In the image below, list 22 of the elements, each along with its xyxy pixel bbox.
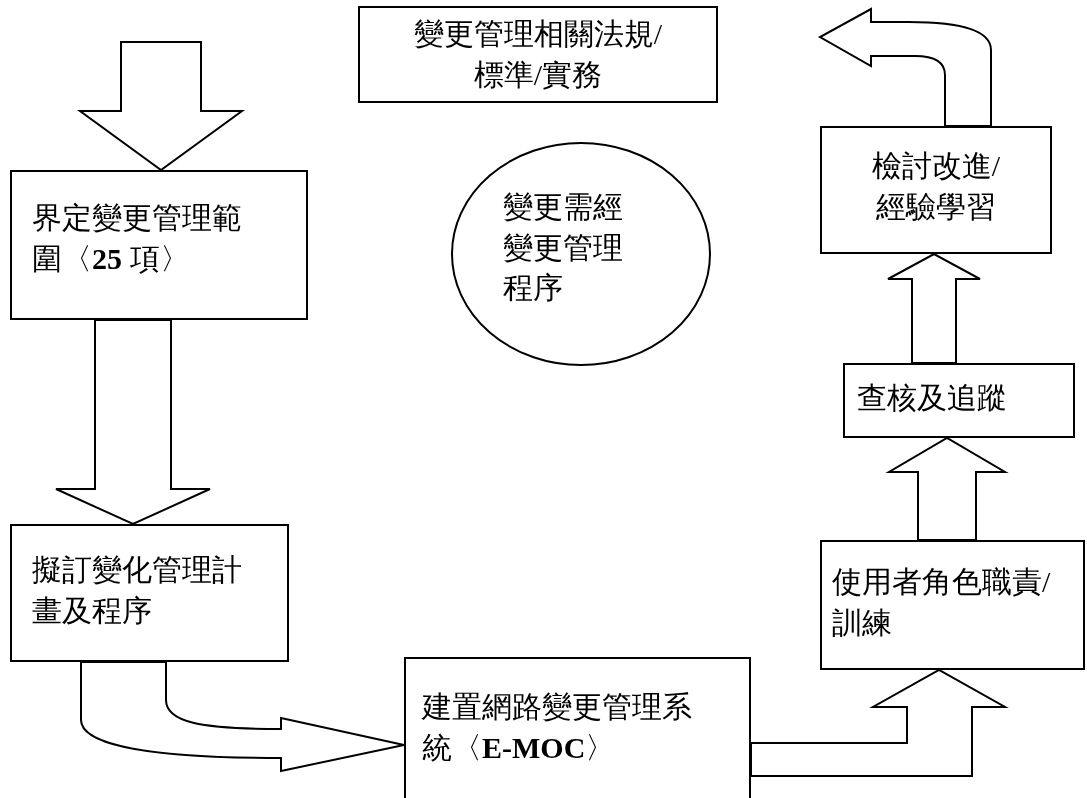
block-arrow	[887, 252, 981, 364]
box-label: 使用者角色職責/訓練	[832, 564, 1052, 641]
process-box	[843, 363, 1075, 438]
box-label: 變更需經變更管理程序	[503, 189, 624, 306]
block-arrow	[76, 41, 246, 172]
box-label: 檢討改進/經驗學習	[870, 148, 1002, 225]
process-box	[358, 6, 718, 103]
box-label: 建置網路變更管理系統〈E-MOC〉	[422, 689, 693, 766]
box-label: 查核及追蹤	[857, 380, 1007, 416]
block-arrow	[55, 319, 211, 526]
process-box	[10, 170, 308, 320]
box-label: 擬訂變化管理計畫及程序	[32, 552, 243, 629]
process-box	[404, 657, 751, 798]
box-label: 變更管理相關法規/標準/實務	[412, 16, 664, 93]
process-box	[820, 540, 1085, 670]
block-arrow	[80, 661, 405, 772]
process-box	[10, 524, 289, 662]
block-arrow	[885, 436, 1009, 541]
box-label: 界定變更管理範圍〈25 項〉	[32, 200, 243, 277]
process-box	[820, 126, 1052, 254]
block-arrow	[750, 668, 1009, 777]
block-arrow	[819, 8, 992, 127]
